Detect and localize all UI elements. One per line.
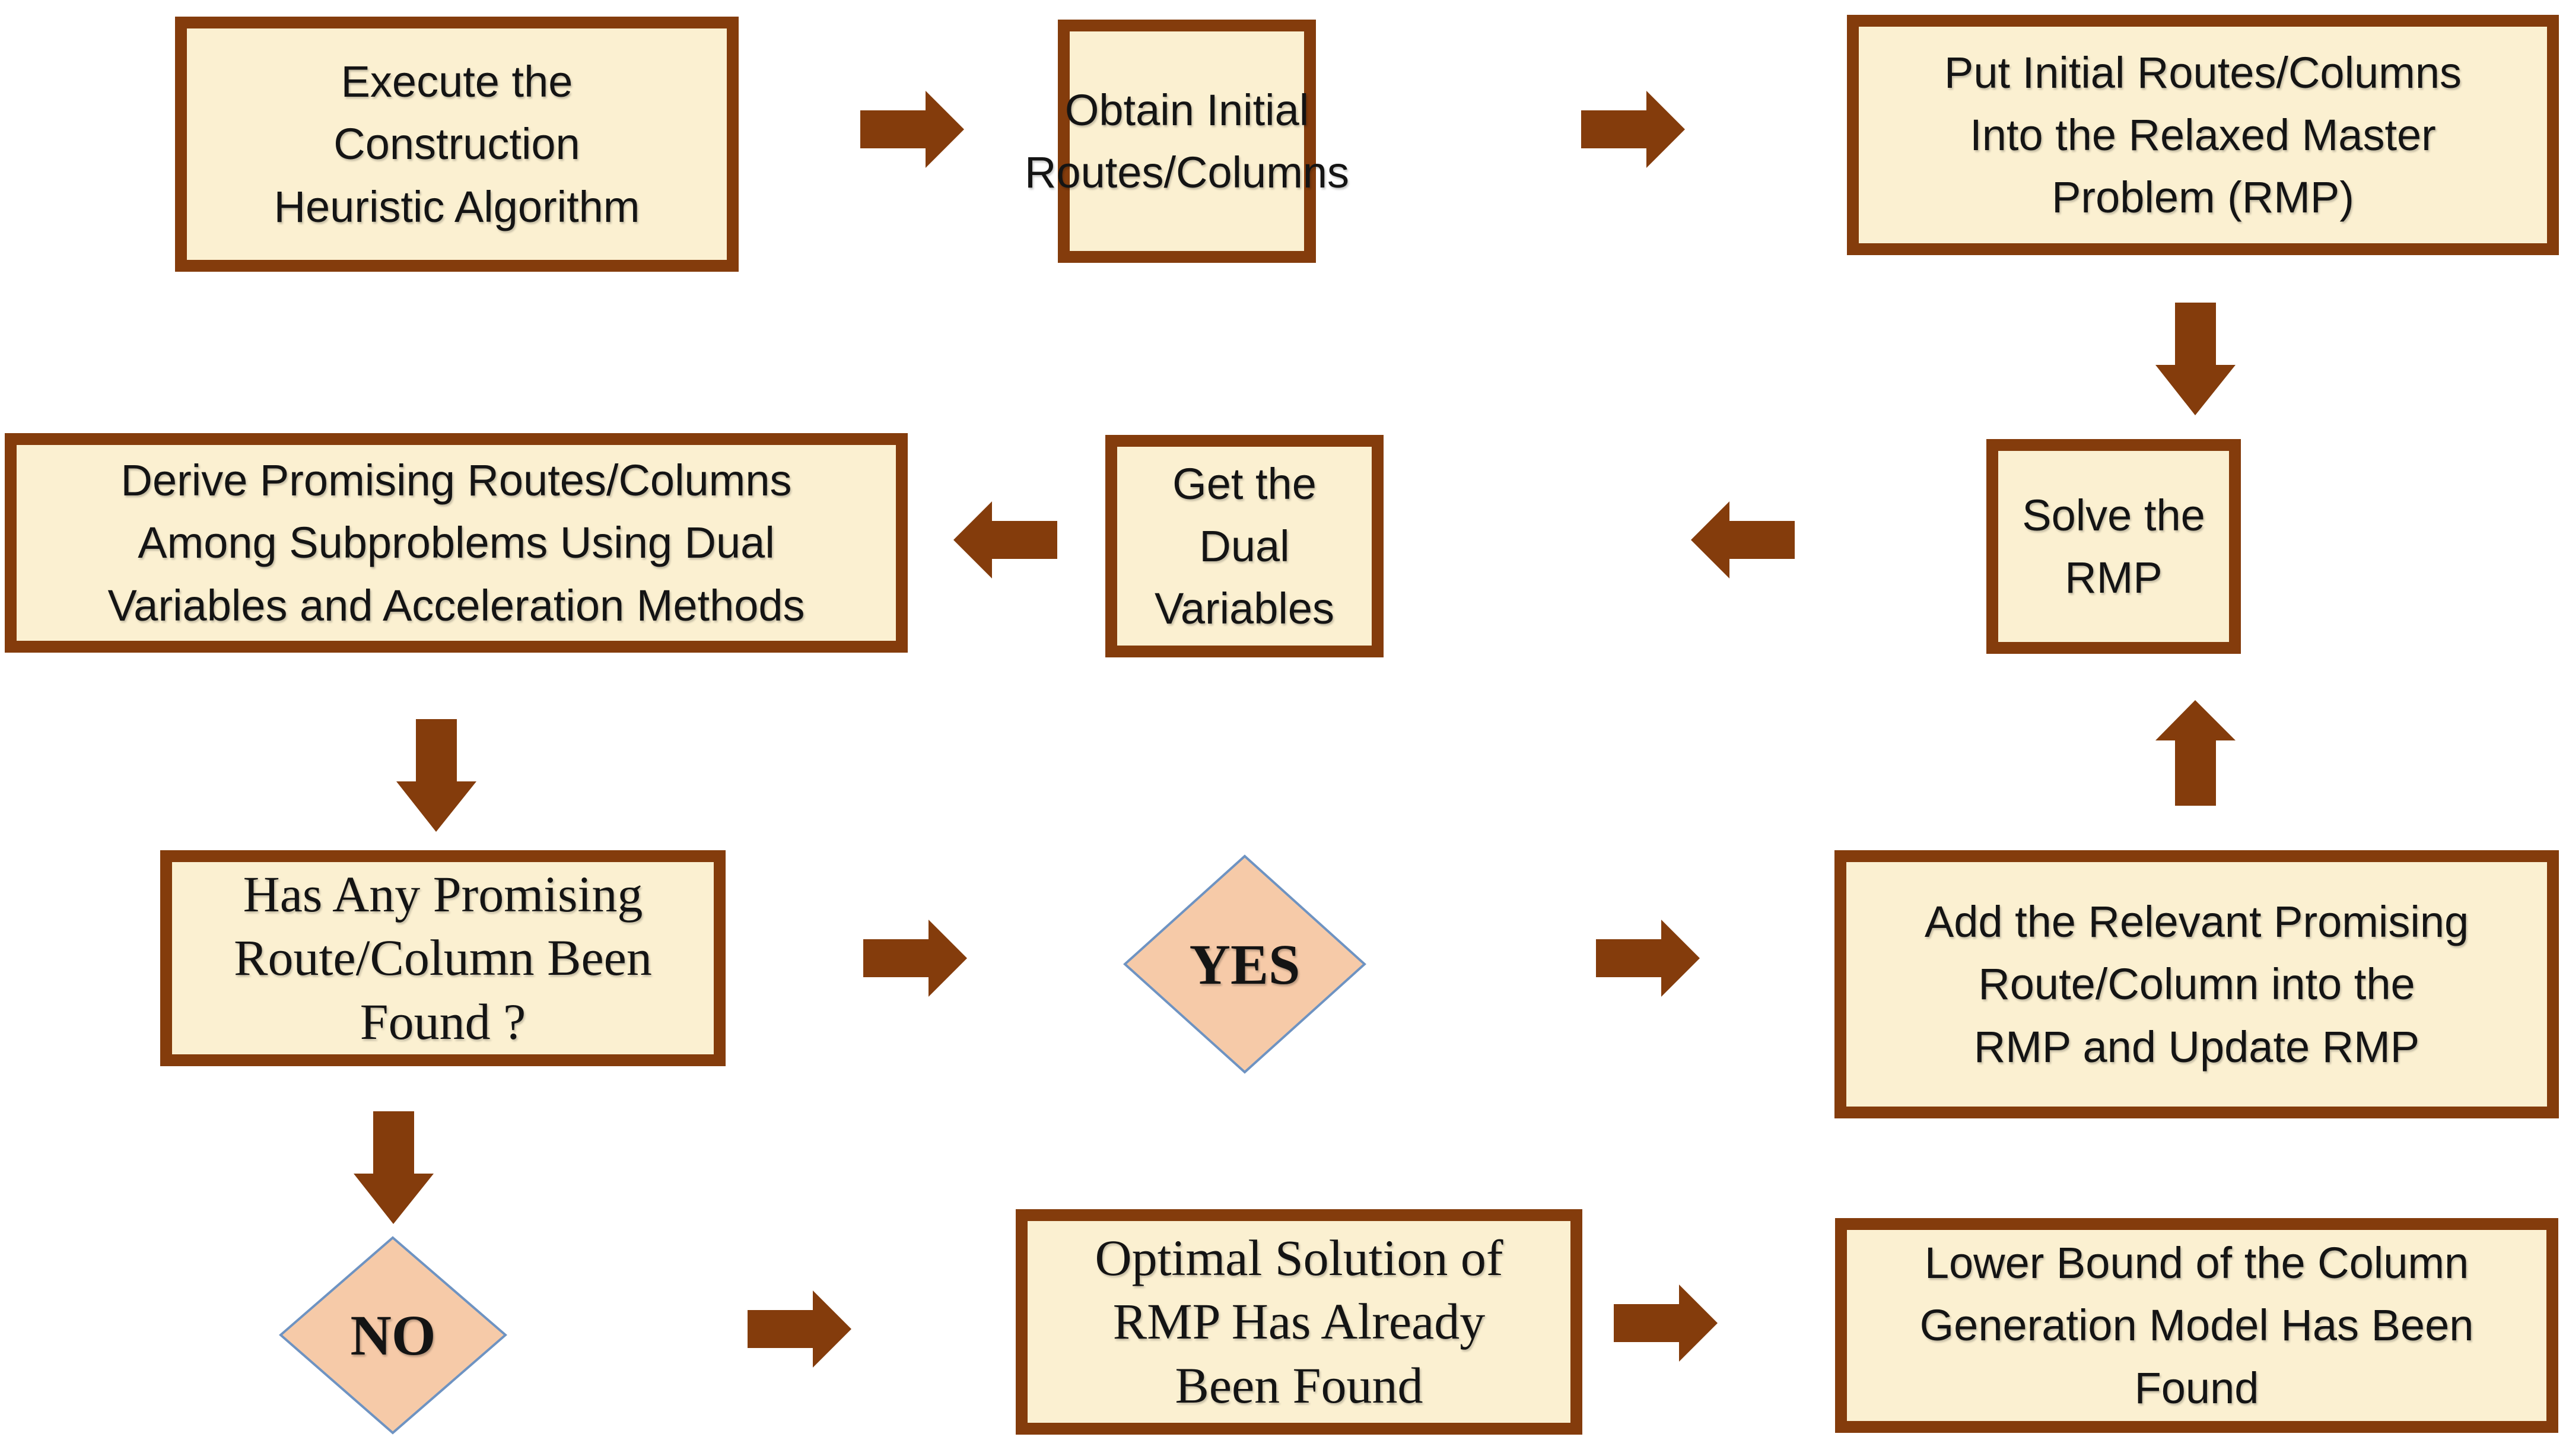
node-label: Get the Dual Variables [1154,459,1334,634]
node-label: Has Any Promising Route/Column Been Foun… [234,865,652,1050]
node-label: Solve the RMP [2022,490,2205,602]
node-label: Put Initial Routes/Columns Into the Rela… [1944,47,2462,222]
arrow-left-solve-to-getdual [1691,501,1795,578]
node-derive-promising-routes: Derive Promising Routes/Columns Among Su… [5,433,908,653]
arrow-right-obtain-to-putrmp [1581,91,1685,168]
node-has-any-promising-found: Has Any Promising Route/Column Been Foun… [160,850,726,1066]
arrow-right-no-to-optimal [748,1290,851,1368]
node-label: Derive Promising Routes/Columns Among Su… [107,456,805,630]
node-label: Optimal Solution of RMP Has Already Been… [1095,1229,1503,1414]
decision-label: NO [350,1304,436,1367]
node-obtain-initial-routes: Obtain Initial Routes/Columns [1025,20,1349,263]
node-decision-yes: YES [1123,854,1366,1074]
diamond-shape [279,1236,507,1435]
arrow-down-putrmp-to-solve [2155,303,2236,415]
arrow-down-found-to-no [354,1111,434,1224]
node-label: Obtain Initial Routes/Columns [1025,85,1350,197]
node-execute-construction-heuristic: Execute the Construction Heuristic Algor… [175,17,739,272]
node-label: Lower Bound of the Column Generation Mod… [1919,1238,2474,1413]
node-lower-bound-found: Lower Bound of the Column Generation Mod… [1835,1218,2558,1433]
arrow-down-derive-to-found [396,719,476,832]
node-put-initial-routes-rmp: Put Initial Routes/Columns Into the Rela… [1847,15,2559,255]
arrow-right-optimal-to-lower [1614,1285,1718,1362]
arrow-up-add-to-solve [2155,700,2236,806]
diamond-shape [1123,854,1366,1074]
arrow-right-found-to-yes [863,920,967,997]
arrow-right-execute-to-obtain [860,91,964,168]
arrow-left-getdual-to-derive [953,501,1057,578]
node-label: Add the Relevant Promising Route/Column … [1924,897,2469,1072]
decision-label: YES [1189,932,1301,996]
node-get-dual-variables: Get the Dual Variables [1105,435,1384,657]
node-solve-rmp: Solve the RMP [1986,439,2241,654]
node-label: Execute the Construction Heuristic Algor… [274,57,640,231]
node-decision-no: NO [279,1236,507,1435]
arrow-right-yes-to-add [1596,920,1700,997]
node-add-relevant-promising: Add the Relevant Promising Route/Column … [1834,850,2559,1118]
node-optimal-solution-found: Optimal Solution of RMP Has Already Been… [1016,1209,1582,1435]
